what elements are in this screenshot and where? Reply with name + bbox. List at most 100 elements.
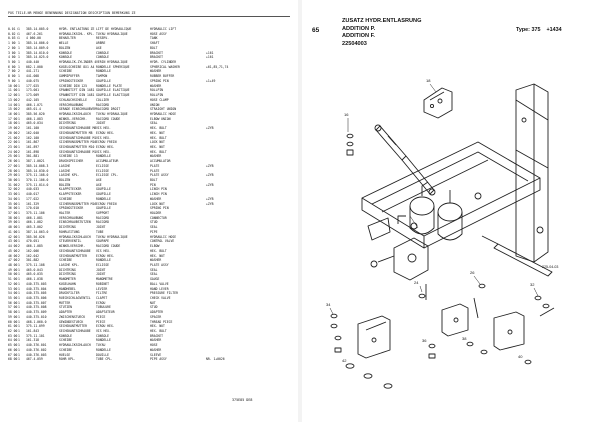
bottom-brackets-drawing	[357, 303, 525, 359]
parts-cell: 1	[18, 225, 20, 230]
parts-cell: +ZYB	[206, 196, 214, 201]
parts-cell: SECHSKANTSCHRAUBE M12X40	[59, 149, 96, 154]
parts-cell: LINCH PIN	[150, 187, 167, 192]
parts-cell: JOINT	[96, 225, 106, 230]
parts-cell: BOLZEN	[59, 178, 71, 182]
parts-cell: 1	[18, 314, 20, 319]
parts-cell: ECROU HEX.	[96, 324, 115, 329]
parts-cell: 385.14.030.0	[26, 168, 49, 173]
parts-cell: 1	[18, 140, 20, 145]
parts-cell: VERSCHRAUBUNG	[59, 102, 84, 107]
parts-cell: 173.001	[26, 88, 40, 93]
parts-cell: 46 00	[8, 253, 18, 258]
main-frame-drawing	[361, 141, 541, 249]
parts-cell: LOCK NUT	[150, 201, 165, 206]
parts-list-footer-code: 375E85 DE8	[232, 398, 253, 402]
parts-cell: VIS HEX.	[96, 248, 111, 253]
parts-cell: AXE	[96, 45, 102, 50]
parts-cell: VIS HEX.	[96, 126, 111, 131]
parts-cell: 467.4.059	[26, 357, 43, 362]
parts-cell: 37 00	[8, 211, 18, 216]
parts-cell: 1	[18, 178, 20, 182]
parts-cell: 59 00	[8, 314, 18, 319]
parts-cell: 18 00	[8, 121, 18, 126]
parts-cell: CONNECTOR	[150, 215, 167, 220]
parts-cell: SICHERUNGSMUTTER M10	[59, 140, 96, 145]
parts-cell: 385.14.009.0	[26, 45, 49, 50]
parts-cell: CONSOLE	[96, 333, 110, 338]
type-label: Type: 375 +1434	[516, 27, 562, 33]
parts-cell: 440.375.006	[26, 295, 47, 300]
parts-cell: 1	[18, 88, 20, 93]
parts-cell: 1	[18, 93, 20, 98]
parts-cell: 465.0.043	[26, 267, 43, 272]
parts-cell: DRUCKSPEICHER	[59, 159, 84, 164]
parts-cell: LIFT DE HYDRAULIQUE	[96, 27, 132, 31]
parts-cell: 2	[18, 130, 20, 135]
parts-cell: 1	[18, 305, 20, 310]
parts-cell: TUYAU HYDRAULIQUE	[96, 234, 128, 239]
parts-cell: ECROU FREIN	[96, 201, 117, 206]
parts-cell: GOUPILLE	[96, 192, 111, 197]
parts-cell: SCHLAUCHSCHELLE	[59, 97, 87, 102]
parts-cell: WASHER	[150, 196, 162, 201]
callout-label: 38	[462, 336, 467, 341]
parts-cell: 2	[18, 248, 20, 253]
parts-cell: HUELSE	[59, 352, 71, 357]
parts-cell: SCHEIBE 13	[59, 154, 78, 159]
parts-cell: TUYAU	[96, 343, 106, 348]
parts-cell: 2	[18, 244, 20, 249]
parts-cell: 440.376.003	[26, 352, 47, 357]
parts-cell: SCHEIBE	[59, 258, 73, 263]
parts-cell: 38 00	[8, 215, 18, 220]
callout-label: 18	[426, 78, 431, 83]
parts-cell: 466.1.085	[26, 244, 43, 249]
parts-cell: SUPPORT	[96, 211, 110, 216]
parts-cell: PIPE ASSY	[150, 357, 167, 362]
parts-cell: 1	[18, 168, 20, 173]
parts-cell: 67 00	[8, 352, 18, 357]
parts-cell: SECHSKANTSCHRAUBE M10X30	[59, 135, 96, 140]
parts-cell: 1	[18, 78, 20, 83]
parts-cell: RONDELLE	[96, 196, 111, 201]
title-line: ADDITION P.	[342, 25, 376, 32]
parts-cell: 14 00	[8, 102, 18, 107]
parts-cell: 161.897	[26, 144, 40, 149]
parts-cell: MUTTER	[59, 300, 71, 305]
parts-cell: PLATE	[150, 168, 160, 173]
parts-cell: 301.881	[26, 154, 40, 159]
parts-cell: 440.375.010	[26, 314, 47, 319]
parts-cell: 161.318	[26, 338, 40, 343]
parts-cell: 4 060.00	[26, 36, 41, 41]
parts-cell: 1	[18, 295, 20, 300]
parts-cell: 41 00	[8, 229, 18, 234]
parts-cell: 470.051	[26, 239, 40, 244]
parts-cell: SECHSKANTMUTTER	[59, 324, 87, 329]
parts-cell: 29 00	[8, 173, 18, 178]
parts-cell: 2	[18, 182, 20, 187]
parts-cell: COLLIER	[96, 97, 110, 102]
parts-cell: 440.375.003	[26, 281, 47, 286]
parts-cell: HEX. BOLT	[150, 126, 167, 131]
parts-cell: 22 00	[8, 140, 18, 145]
parts-cell: GERADE EINSCHRAUBVERSCHR.	[59, 107, 96, 112]
parts-cell: ECROU HEX.	[96, 253, 115, 258]
parts-cell: 440.376.001	[26, 343, 47, 348]
parts-cell: 441.271	[26, 69, 40, 74]
parts-cell: SECHSKANTSCHRAUBE M8X25	[59, 126, 96, 131]
parts-cell: 26 00	[8, 159, 18, 164]
parts-cell: 1	[18, 352, 20, 357]
parts-cell: 64 00	[8, 338, 18, 343]
